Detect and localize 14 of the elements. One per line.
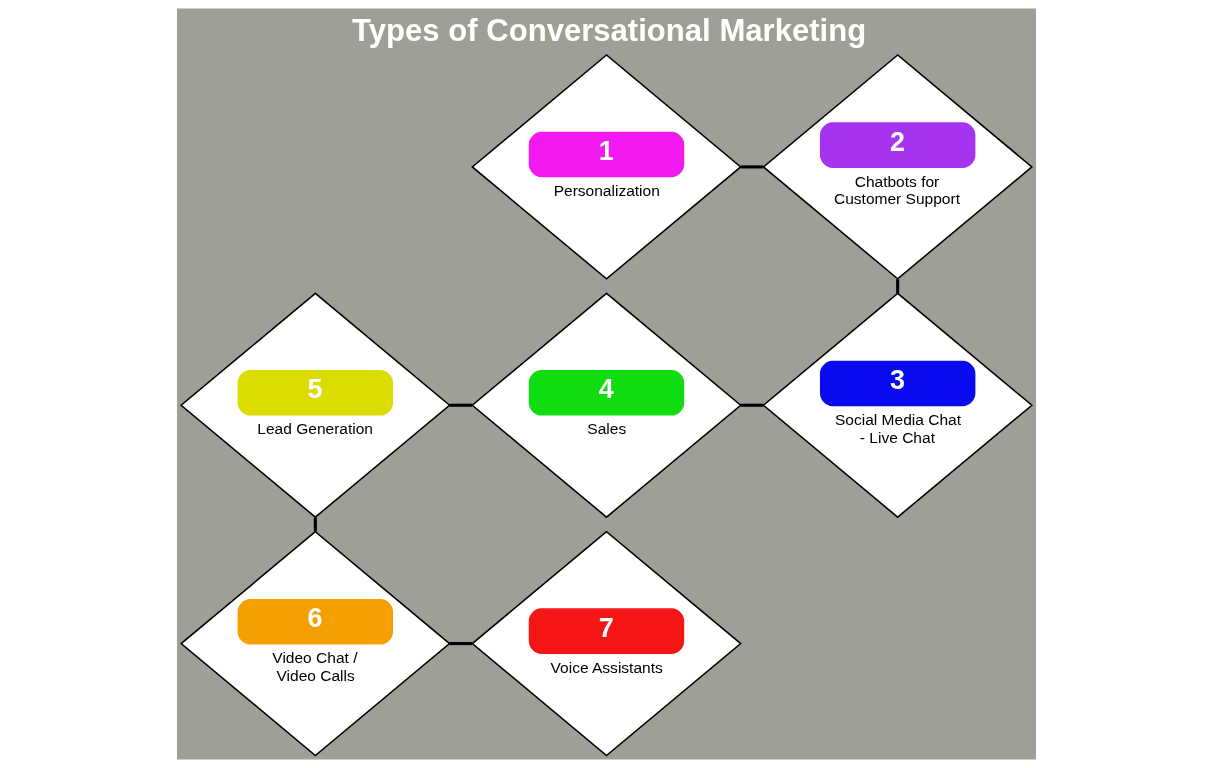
connector [740, 165, 764, 169]
connector [449, 403, 473, 407]
diagram-title: Types of Conversational Marketing [352, 12, 867, 48]
connector [313, 517, 317, 532]
node-diamond: 3 Social Media Chat - Live Chat [762, 292, 1034, 519]
node-diamond: 1 Personalization [471, 54, 742, 280]
node-diamond: 5 Lead Generation [179, 292, 451, 519]
node-diamond: 4 Sales [471, 292, 742, 519]
connector [740, 403, 764, 407]
node-diamond: 6 Video Chat / Video Calls [179, 530, 451, 757]
node-diamond: 7 Voice Assistants [471, 530, 742, 757]
node-diamond: 2 Chatbots for Customer Support [762, 54, 1034, 280]
connector [896, 279, 900, 294]
connector [449, 642, 473, 646]
